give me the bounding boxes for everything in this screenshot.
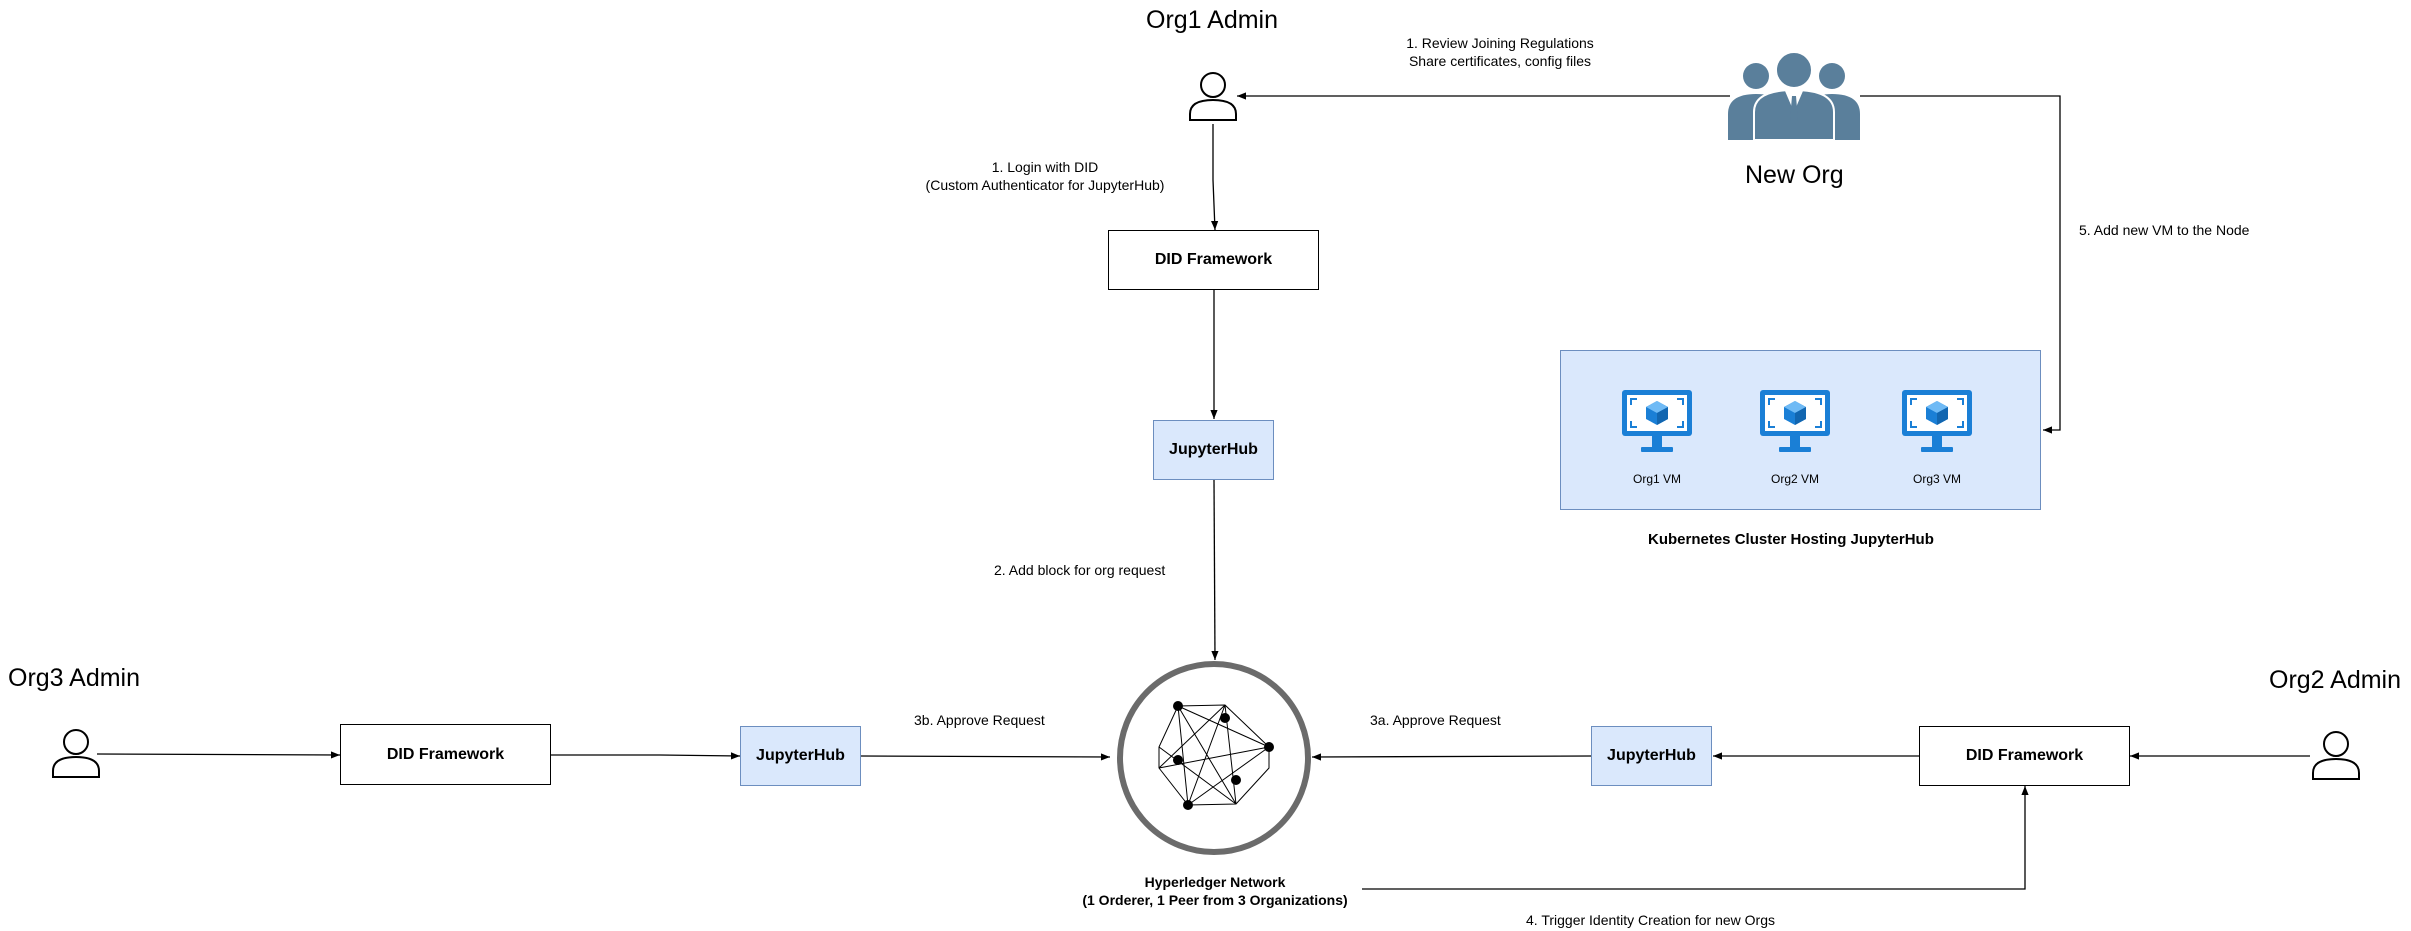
- org3-admin-title: Org3 Admin: [8, 664, 141, 692]
- edge-org1admin-to-did: [1210, 124, 1219, 231]
- login-label-line2: (Custom Authenticator for JupyterHub): [925, 177, 1165, 193]
- cluster-caption: Kubernetes Cluster Hosting JupyterHub: [1648, 531, 1934, 548]
- approve-3a-label: 3a. Approve Request: [1370, 712, 1501, 728]
- edge-org3admin-to-did: [96, 751, 341, 759]
- org3-admin-person-icon: [52, 729, 100, 778]
- login-label: 1. Login with DID (Custom Authenticator …: [900, 158, 1190, 194]
- org1-admin-person-icon: [1189, 72, 1237, 121]
- org3-vm-label: Org3 VM: [1912, 472, 1961, 486]
- did-framework-left[interactable]: DID Framework: [340, 724, 551, 785]
- new-org-title: New Org: [1745, 161, 1844, 189]
- jupyterhub-top[interactable]: JupyterHub: [1153, 420, 1274, 480]
- hyperledger-network-icon[interactable]: [1116, 660, 1312, 856]
- edge-did-left-to-jupyterhub-left: [550, 752, 741, 760]
- review-label-line2: Share certificates, config files: [1408, 53, 1592, 69]
- edge-jupyterhub-right-to-network: [1311, 753, 1592, 761]
- org1-admin-title: Org1 Admin: [1146, 6, 1279, 34]
- jupyterhub-left[interactable]: JupyterHub: [740, 726, 861, 786]
- edge-neworg-to-cluster: [1860, 95, 2061, 434]
- approve-3b-label: 3b. Approve Request: [914, 712, 1045, 728]
- network-label-line1: Hyperledger Network: [1144, 874, 1286, 890]
- add-block-label: 2. Add block for org request: [994, 562, 1166, 578]
- org2-admin-title: Org2 Admin: [2269, 666, 2402, 694]
- hyperledger-network-label: Hyperledger Network (1 Orderer, 1 Peer f…: [1050, 873, 1380, 909]
- org2-admin-person-icon: [2312, 731, 2360, 780]
- review-label: 1. Review Joining Regulations Share cert…: [1370, 34, 1630, 70]
- org2-vm-label: Org2 VM: [1770, 472, 1819, 486]
- edge-network-to-did-right: [1362, 786, 2029, 890]
- network-label-line2: (1 Orderer, 1 Peer from 3 Organizations): [1082, 892, 1348, 908]
- jupyterhub-right[interactable]: JupyterHub: [1591, 726, 1712, 786]
- trigger-label: 4. Trigger Identity Creation for new Org…: [1526, 912, 1775, 928]
- org3-vm-monitor-icon: [1902, 390, 1972, 452]
- did-framework-right[interactable]: DID Framework: [1919, 726, 2130, 786]
- login-label-line1: 1. Login with DID: [991, 159, 1099, 175]
- org2-vm-monitor-icon: [1760, 390, 1830, 452]
- edge-jupyterhub-left-to-network: [860, 753, 1111, 761]
- kubernetes-cluster[interactable]: Org1 VM Org2 VM Org3 VM: [1560, 350, 2041, 510]
- add-vm-label: 5. Add new VM to the Node: [2079, 222, 2250, 238]
- review-label-line1: 1. Review Joining Regulations: [1406, 35, 1594, 51]
- new-org-group-icon: [1728, 51, 1860, 141]
- org1-vm-monitor-icon: [1622, 390, 1692, 452]
- edge-jupyterhub-top-to-network: [1211, 479, 1219, 661]
- did-framework-top[interactable]: DID Framework: [1108, 230, 1319, 290]
- org1-vm-label: Org1 VM: [1632, 472, 1681, 486]
